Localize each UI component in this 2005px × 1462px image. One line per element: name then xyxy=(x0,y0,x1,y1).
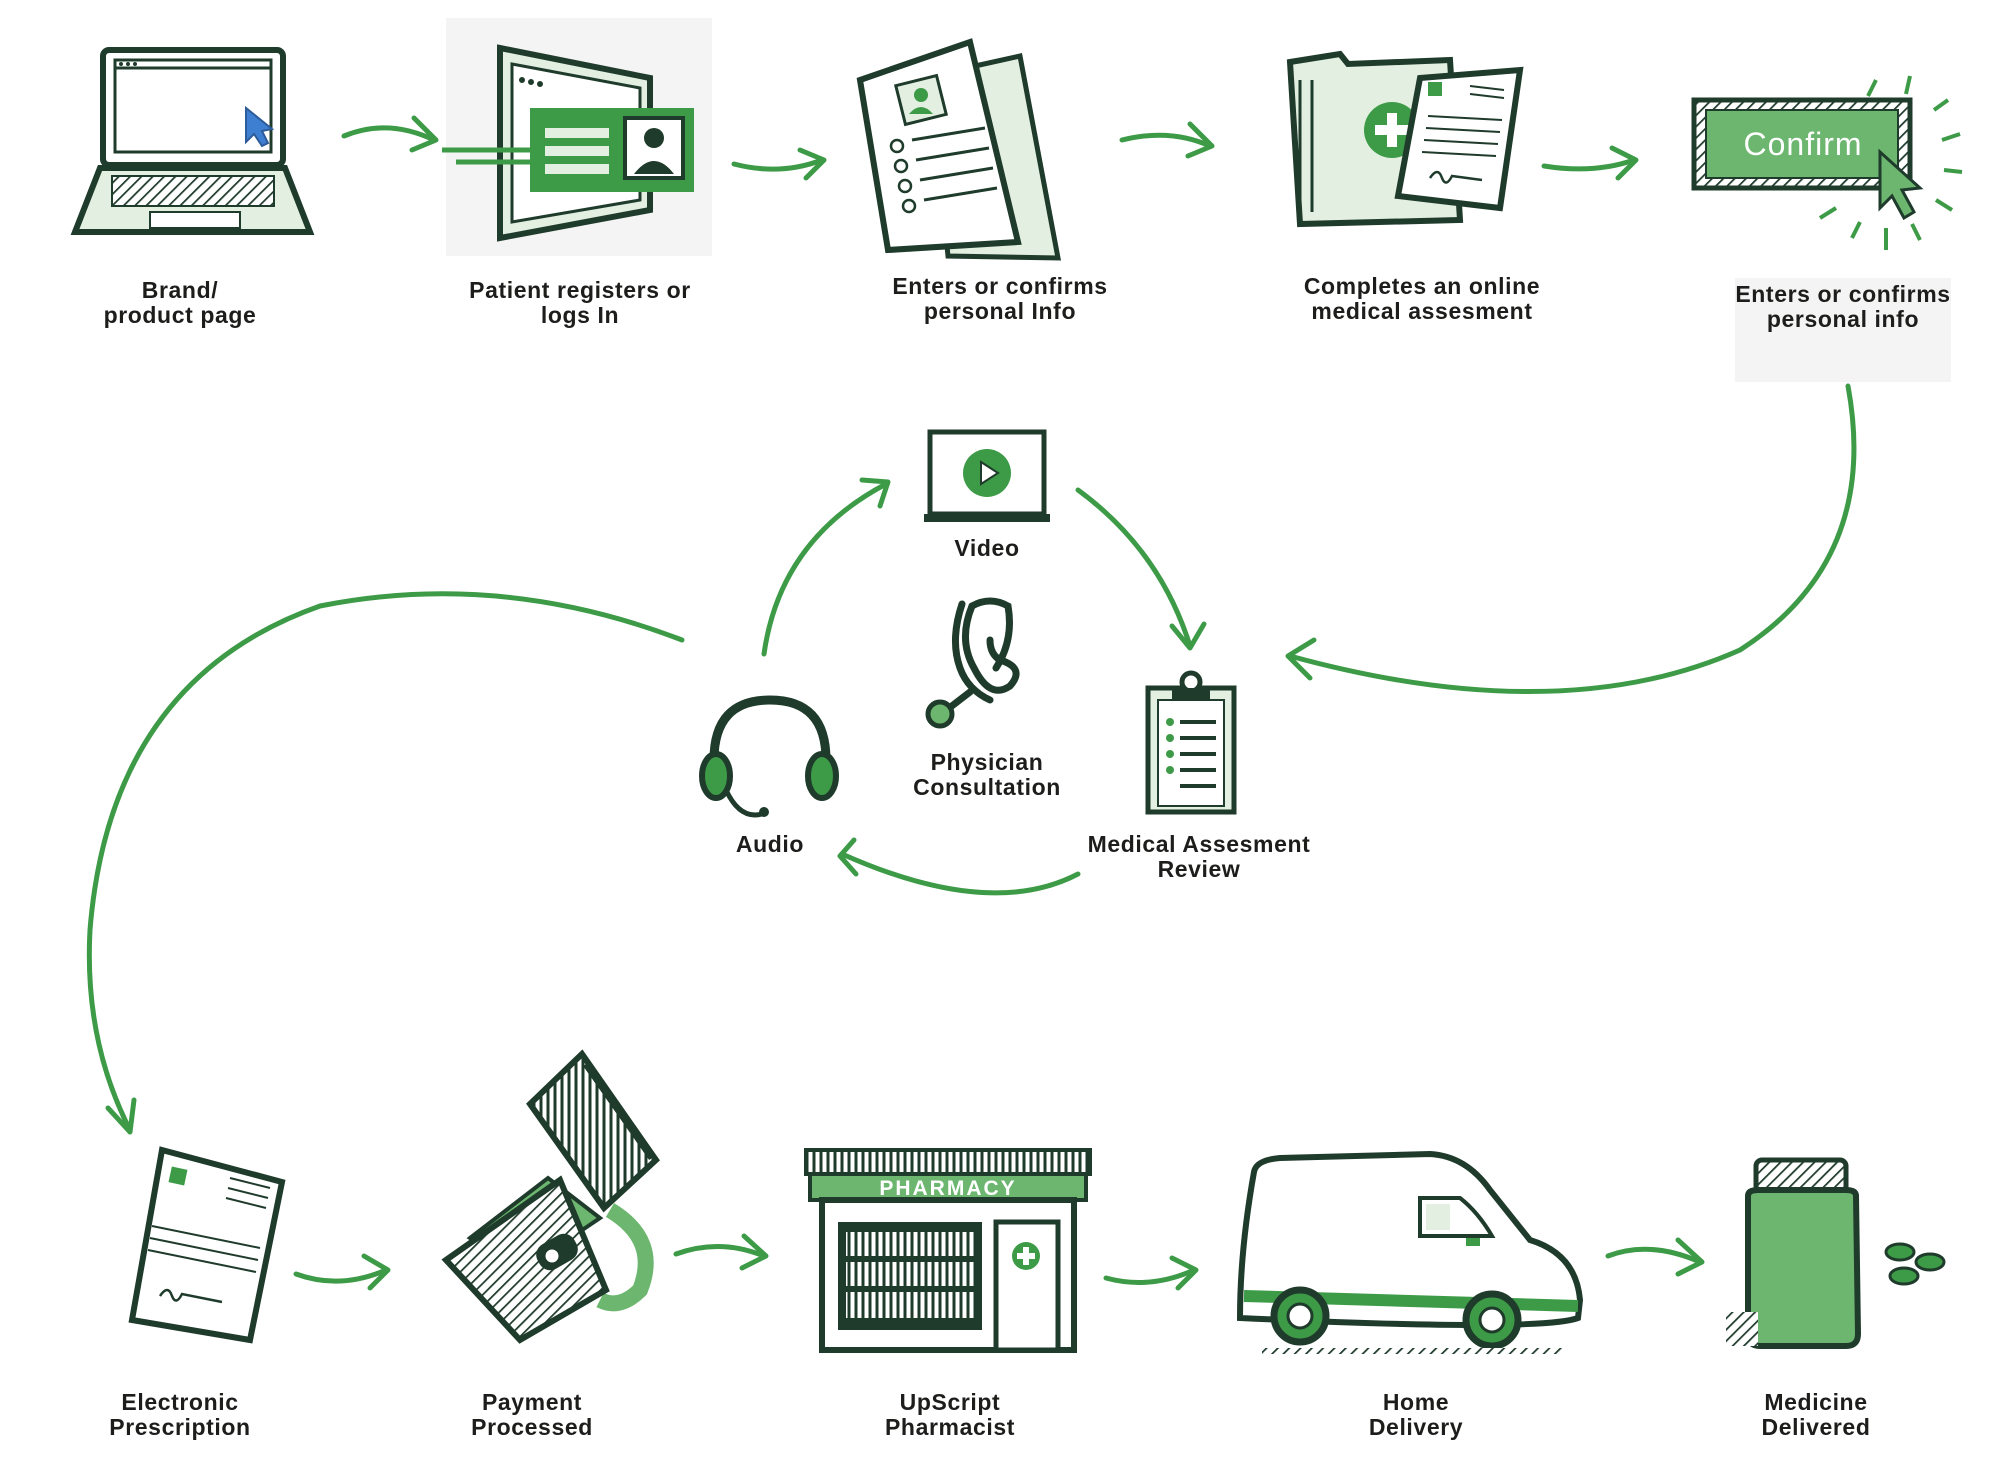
medical-folder-icon xyxy=(1286,50,1524,228)
arrow-delivery-to-delivered xyxy=(1605,1237,1705,1277)
headset-icon xyxy=(699,695,839,818)
arrow-assessment-to-confirm xyxy=(1541,145,1639,181)
arrow-payment-to-pharmacy xyxy=(673,1233,769,1271)
confirm-click-icon: Confirm xyxy=(1691,75,1963,250)
arrow-loop-to-prescription xyxy=(86,591,685,1135)
stethoscope-icon xyxy=(925,597,1020,729)
browser-id-card-icon xyxy=(442,44,694,242)
label-audio: Audio xyxy=(735,831,805,857)
wallet-card-icon xyxy=(441,1049,660,1344)
label-video: Video xyxy=(954,535,1020,561)
video-play-icon xyxy=(924,429,1050,522)
label-brand-page: Brand/product page xyxy=(103,277,257,328)
confirm-button-text: Confirm xyxy=(1743,126,1862,162)
arrow-review-to-audio xyxy=(837,837,1081,896)
prescription-icon xyxy=(128,1146,286,1344)
pharmacy-sign-text: PHARMACY xyxy=(879,1177,1016,1200)
documents-icon xyxy=(856,38,1062,261)
confirm-panel xyxy=(1735,278,1951,382)
arrow-brand-to-register xyxy=(341,115,439,153)
delivery-van-icon xyxy=(1236,1150,1584,1354)
pharmacy-store-icon: PHARMACY xyxy=(804,1148,1092,1353)
arrow-info-to-assessment xyxy=(1119,121,1215,159)
arrow-audio-to-video xyxy=(761,477,891,657)
clipboard-icon xyxy=(1145,670,1237,815)
arrow-video-to-review xyxy=(1075,487,1207,651)
pill-bottle-icon xyxy=(1726,1157,1946,1349)
arrow-register-to-info xyxy=(731,147,827,181)
arrow-prescription-to-payment xyxy=(293,1253,391,1291)
arrow-confirm-to-review xyxy=(1285,383,1857,694)
arrow-pharmacy-to-delivery xyxy=(1103,1255,1199,1291)
laptop-icon xyxy=(70,47,315,235)
